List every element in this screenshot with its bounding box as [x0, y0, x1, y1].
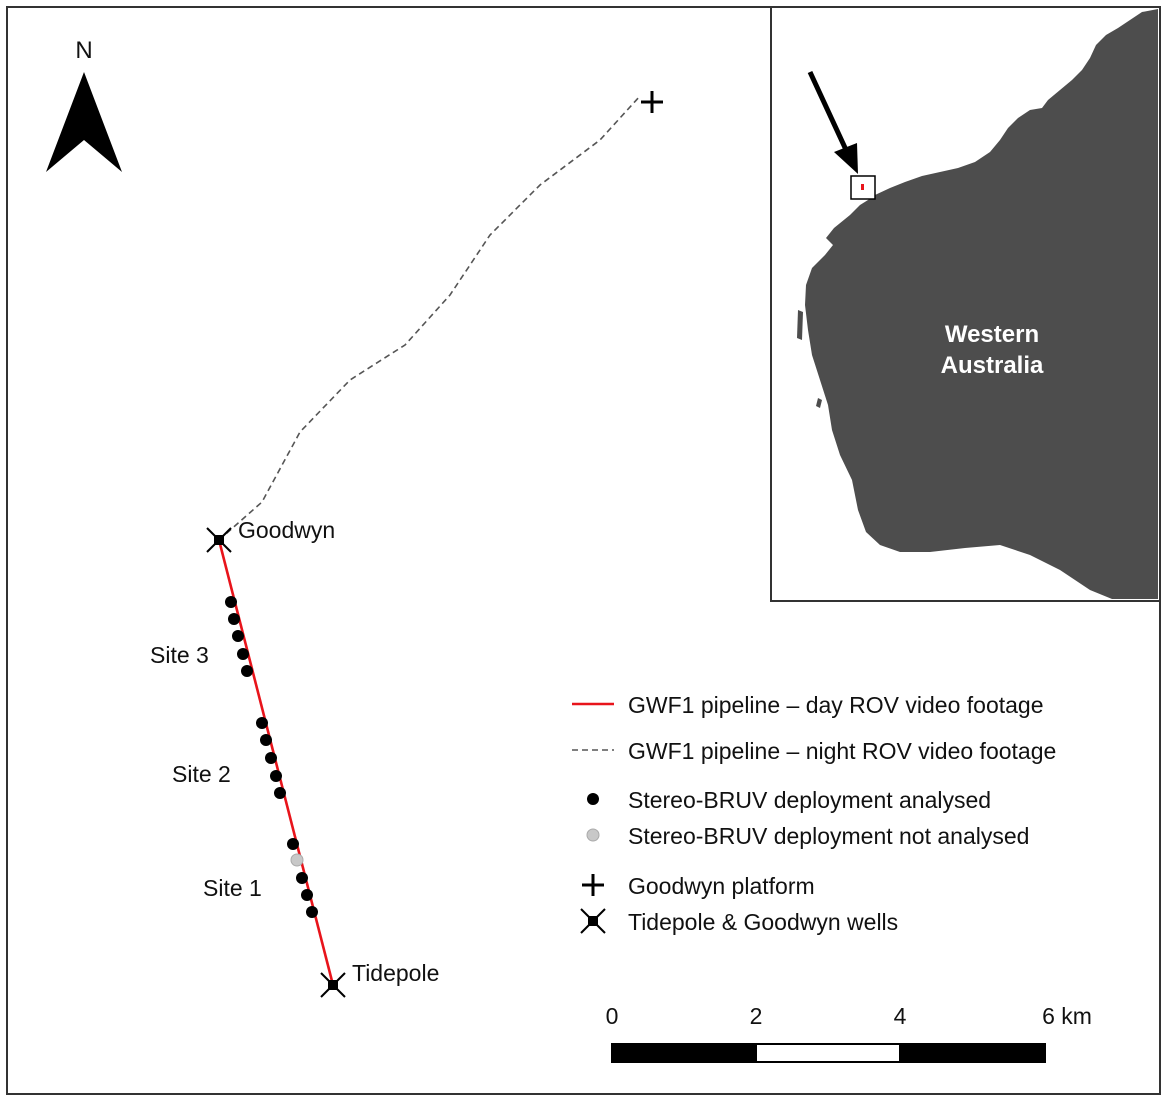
- coastal-island: [816, 398, 822, 408]
- legend: GWF1 pipeline – day ROV video footage GW…: [572, 692, 1056, 935]
- legend-day-pipeline-label: GWF1 pipeline – day ROV video footage: [628, 692, 1044, 718]
- bruv-deployments: [225, 596, 318, 918]
- north-arrow: N: [46, 37, 122, 172]
- bruv-analysed-point: [232, 630, 244, 642]
- north-arrow-icon: [46, 72, 122, 172]
- legend-bruv-not-analysed-label: Stereo-BRUV deployment not analysed: [628, 823, 1029, 849]
- western-australia-landmass: [805, 9, 1158, 599]
- scale-segment-2: [755, 1043, 901, 1063]
- coastal-island: [797, 310, 803, 340]
- tidepole-label: Tidepole: [352, 960, 439, 986]
- site-3-label: Site 3: [150, 642, 209, 668]
- bruv-analysed-point: [301, 889, 313, 901]
- legend-wells-label: Tidepole & Goodwyn wells: [628, 909, 898, 935]
- scale-tick-label: 2: [750, 1003, 763, 1029]
- scale-segment-3: [899, 1043, 1046, 1063]
- tidepole-well-marker: [320, 972, 346, 998]
- location-arrow-icon: [834, 143, 858, 174]
- goodwyn-well-marker: [206, 527, 232, 553]
- scale-bar: 0 2 4 6 km: [606, 1003, 1092, 1063]
- bruv-analysed-point: [225, 596, 237, 608]
- scale-tick-label: 6 km: [1042, 1003, 1092, 1029]
- site-2-label: Site 2: [172, 761, 231, 787]
- bruv-analysed-point: [228, 613, 240, 625]
- scale-tick-label: 0: [606, 1003, 619, 1029]
- scale-segment-1: [611, 1043, 757, 1063]
- bruv-analysed-point: [306, 906, 318, 918]
- legend-night-pipeline-label: GWF1 pipeline – night ROV video footage: [628, 738, 1056, 764]
- legend-bruv-analysed-label: Stereo-BRUV deployment analysed: [628, 787, 991, 813]
- scale-tick-label: 4: [894, 1003, 907, 1029]
- bruv-not-analysed-point: [290, 853, 304, 867]
- site-1-label: Site 1: [203, 875, 262, 901]
- location-arrow-line: [807, 70, 850, 154]
- legend-well-icon: [580, 908, 606, 934]
- study-area-highlight: [861, 184, 864, 190]
- bruv-analysed-point: [287, 838, 299, 850]
- north-label: N: [75, 37, 92, 64]
- region-label-line2: Australia: [941, 352, 1044, 379]
- legend-plus-icon: [582, 874, 604, 896]
- bruv-analysed-point: [274, 787, 286, 799]
- bruv-analysed-point: [237, 648, 249, 660]
- legend-platform-label: Goodwyn platform: [628, 873, 815, 899]
- bruv-analysed-point: [265, 752, 277, 764]
- bruv-analysed-point: [270, 770, 282, 782]
- goodwyn-platform-marker: [641, 91, 663, 113]
- bruv-analysed-point: [296, 872, 308, 884]
- goodwyn-label: Goodwyn: [238, 517, 335, 543]
- legend-bruv-not-analysed-symbol: [586, 828, 600, 842]
- inset-map: Western Australia: [770, 6, 1161, 602]
- bruv-analysed-point: [241, 665, 253, 677]
- night-pipeline-line: [218, 95, 641, 541]
- bruv-analysed-point: [260, 734, 272, 746]
- legend-bruv-analysed-symbol: [587, 793, 599, 805]
- bruv-analysed-point: [256, 717, 268, 729]
- region-label-line1: Western: [945, 321, 1039, 348]
